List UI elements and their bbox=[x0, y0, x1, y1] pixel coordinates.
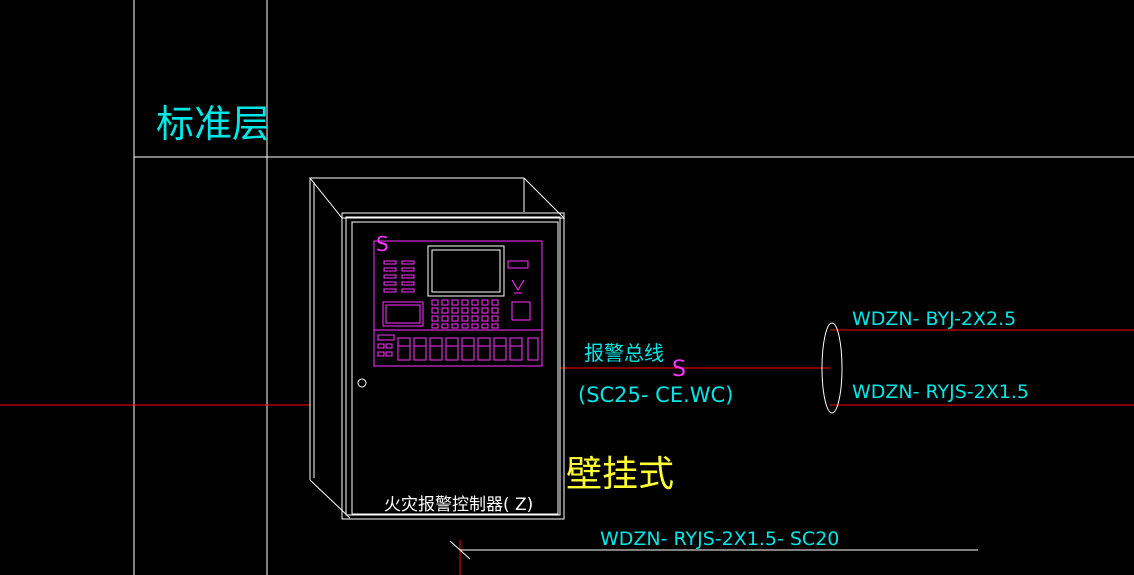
cabinet-lock bbox=[357, 378, 367, 388]
cable-bundle-ellipse bbox=[821, 322, 843, 414]
controller-name: 火灾报警控制器( Z) bbox=[384, 495, 533, 515]
bottom-cable-line bbox=[449, 540, 978, 560]
controller-signal-mark: S bbox=[376, 232, 389, 256]
wiring bbox=[0, 329, 1134, 575]
grid-lines bbox=[133, 0, 1134, 575]
cable-bottom-label: WDZN- RYJS-2X1.5- SC20 bbox=[600, 528, 839, 550]
mount-type-label: 壁挂式 bbox=[566, 454, 674, 495]
alarm-bus-label: 报警总线 bbox=[584, 341, 664, 365]
panel-keypad bbox=[431, 299, 499, 329]
panel-status-leds bbox=[383, 260, 415, 293]
lcd-display bbox=[427, 245, 505, 297]
control-panel bbox=[373, 240, 543, 367]
floor-label: 标准层 bbox=[156, 102, 270, 146]
panel-loop-modules bbox=[377, 334, 539, 361]
cable-lower-label: WDZN- RYJS-2X1.5 bbox=[852, 381, 1029, 403]
controller-cabinet bbox=[308, 177, 566, 520]
alarm-bus-signal-mark: S bbox=[672, 357, 686, 382]
cable-upper-label: WDZN- BYJ-2X2.5 bbox=[852, 308, 1016, 330]
alarm-bus-conduit: (SC25- CE.WC) bbox=[578, 383, 733, 407]
